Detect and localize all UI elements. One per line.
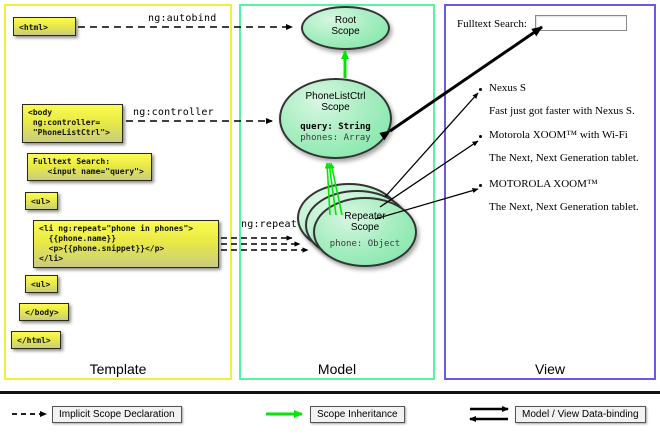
scope-phonelistctrl-title: PhoneListCtrl Scope xyxy=(305,91,365,113)
scope-phonelistctrl-title-line1: PhoneListCtrl xyxy=(305,91,366,102)
panel-label-template: Template xyxy=(89,361,147,377)
scope-root: Root Scope xyxy=(301,6,390,50)
scope-phonelistctrl: PhoneListCtrl Scope query: String phones… xyxy=(279,78,392,159)
code-box-li-repeat: <li ng:repeat="phone in phones"> {{phone… xyxy=(33,220,219,268)
legend-divider xyxy=(0,391,660,394)
view-item-snippet: The Next, Next Generation tablet. xyxy=(489,152,639,164)
code-box-ul-close: <ul> xyxy=(25,275,58,293)
scope-root-title: Root Scope xyxy=(331,15,359,37)
search-input[interactable] xyxy=(535,15,627,31)
connector-label-ng-autobind: ng:autobind xyxy=(148,13,217,24)
code-box-html-open: <html> xyxy=(13,17,76,36)
scope-phonelistctrl-title-line2: Scope xyxy=(321,102,350,113)
view-item-snippet: The Next, Next Generation tablet. xyxy=(489,201,639,213)
panel-label-view: View xyxy=(534,361,566,377)
scope-root-title-line2: Scope xyxy=(331,26,360,37)
connector-label-ng-repeat: ng:repeat xyxy=(241,219,297,230)
code-box-body-open: <body ng:controller= "PhoneListCtrl"> xyxy=(22,104,123,143)
view-search-label: Fulltext Search: xyxy=(457,18,527,30)
panel-label-model: Model xyxy=(317,361,357,377)
panel-view xyxy=(444,4,656,380)
view-item-snippet: Fast just got faster with Nexus S. xyxy=(489,105,635,117)
legend-item-implicit-scope-declaration: Implicit Scope Declaration xyxy=(52,406,182,423)
list-bullet xyxy=(479,135,482,138)
scope-repeater-title-line1: Repeater xyxy=(344,211,386,222)
scope-prop-phones: phones: Array xyxy=(300,133,371,143)
scope-repeater-title: Repeater Scope xyxy=(344,211,385,233)
code-box-html-close: </html> xyxy=(11,331,61,349)
legend-arrow-double xyxy=(469,406,509,422)
scope-prop-query: query: String xyxy=(300,122,371,132)
view-item-name: Motorola XOOM™ with Wi-Fi xyxy=(489,129,628,141)
scope-root-title-line1: Root xyxy=(334,15,357,26)
connector-label-ng-controller: ng:controller xyxy=(133,107,214,118)
legend-item-model-view-data-binding: Model / View Data-binding xyxy=(515,406,646,423)
view-item-name: Nexus S xyxy=(489,82,526,94)
legend-item-scope-inheritance: Scope Inheritance xyxy=(310,406,405,423)
list-bullet xyxy=(479,184,482,187)
scope-repeater: Repeater Scope phone: Object xyxy=(313,197,417,267)
code-box-body-close: </body> xyxy=(19,303,69,321)
scope-prop-phone: phone: Object xyxy=(329,239,401,249)
list-bullet xyxy=(479,88,482,91)
code-box-search: Fulltext Search: <input name="query"> xyxy=(27,153,152,181)
view-item-name: MOTOROLA XOOM™ xyxy=(489,178,598,190)
code-box-ul-open: <ul> xyxy=(25,192,58,210)
scope-repeater-title-line2: Scope xyxy=(350,222,380,233)
